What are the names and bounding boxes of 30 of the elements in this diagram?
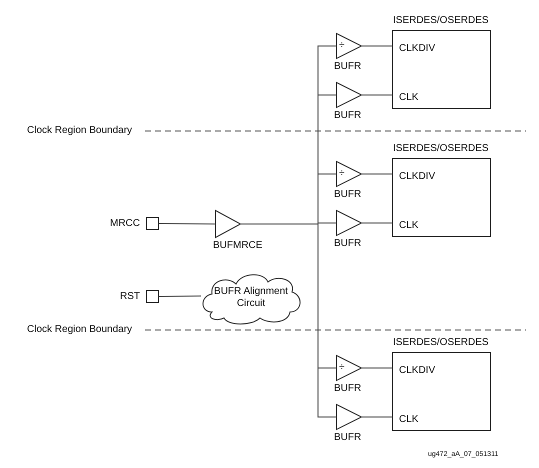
port-label: CLKDIV xyxy=(399,42,436,55)
buffer-label: BUFR xyxy=(334,61,362,73)
buffer-label: BUFMRCE xyxy=(213,240,262,252)
wire xyxy=(362,222,392,224)
port-label: CLK xyxy=(399,414,418,426)
port-label: CLK xyxy=(399,92,418,104)
pin-label: MRCC xyxy=(110,218,140,230)
buffer-label: BUFR xyxy=(334,383,362,395)
wire xyxy=(158,223,216,224)
divide-label: ÷ xyxy=(339,40,344,52)
cloud-label: BUFR Alignment Circuit xyxy=(213,286,289,310)
boundary-label: Clock Region Boundary xyxy=(27,125,132,137)
wire xyxy=(362,94,392,96)
wire xyxy=(362,416,392,418)
block-title: ISERDES/OSERDES xyxy=(393,337,489,349)
wire xyxy=(158,296,202,297)
block-title: ISERDES/OSERDES xyxy=(393,143,489,155)
buffer-label: BUFR xyxy=(334,110,362,122)
port-label: CLKDIV xyxy=(399,170,436,183)
port-label: CLKDIV xyxy=(399,364,436,377)
wire xyxy=(240,224,336,418)
buffer-label: BUFR xyxy=(334,238,362,250)
block-title: ISERDES/OSERDES xyxy=(393,15,489,27)
boundary-label: Clock Region Boundary xyxy=(27,324,132,336)
pin-label: RST xyxy=(120,290,140,302)
divide-label: ÷ xyxy=(339,168,344,180)
port-label: CLK xyxy=(399,220,418,232)
divide-label: ÷ xyxy=(339,362,344,374)
buffer-label: BUFR xyxy=(334,189,362,201)
buffer-label: BUFR xyxy=(334,432,362,444)
